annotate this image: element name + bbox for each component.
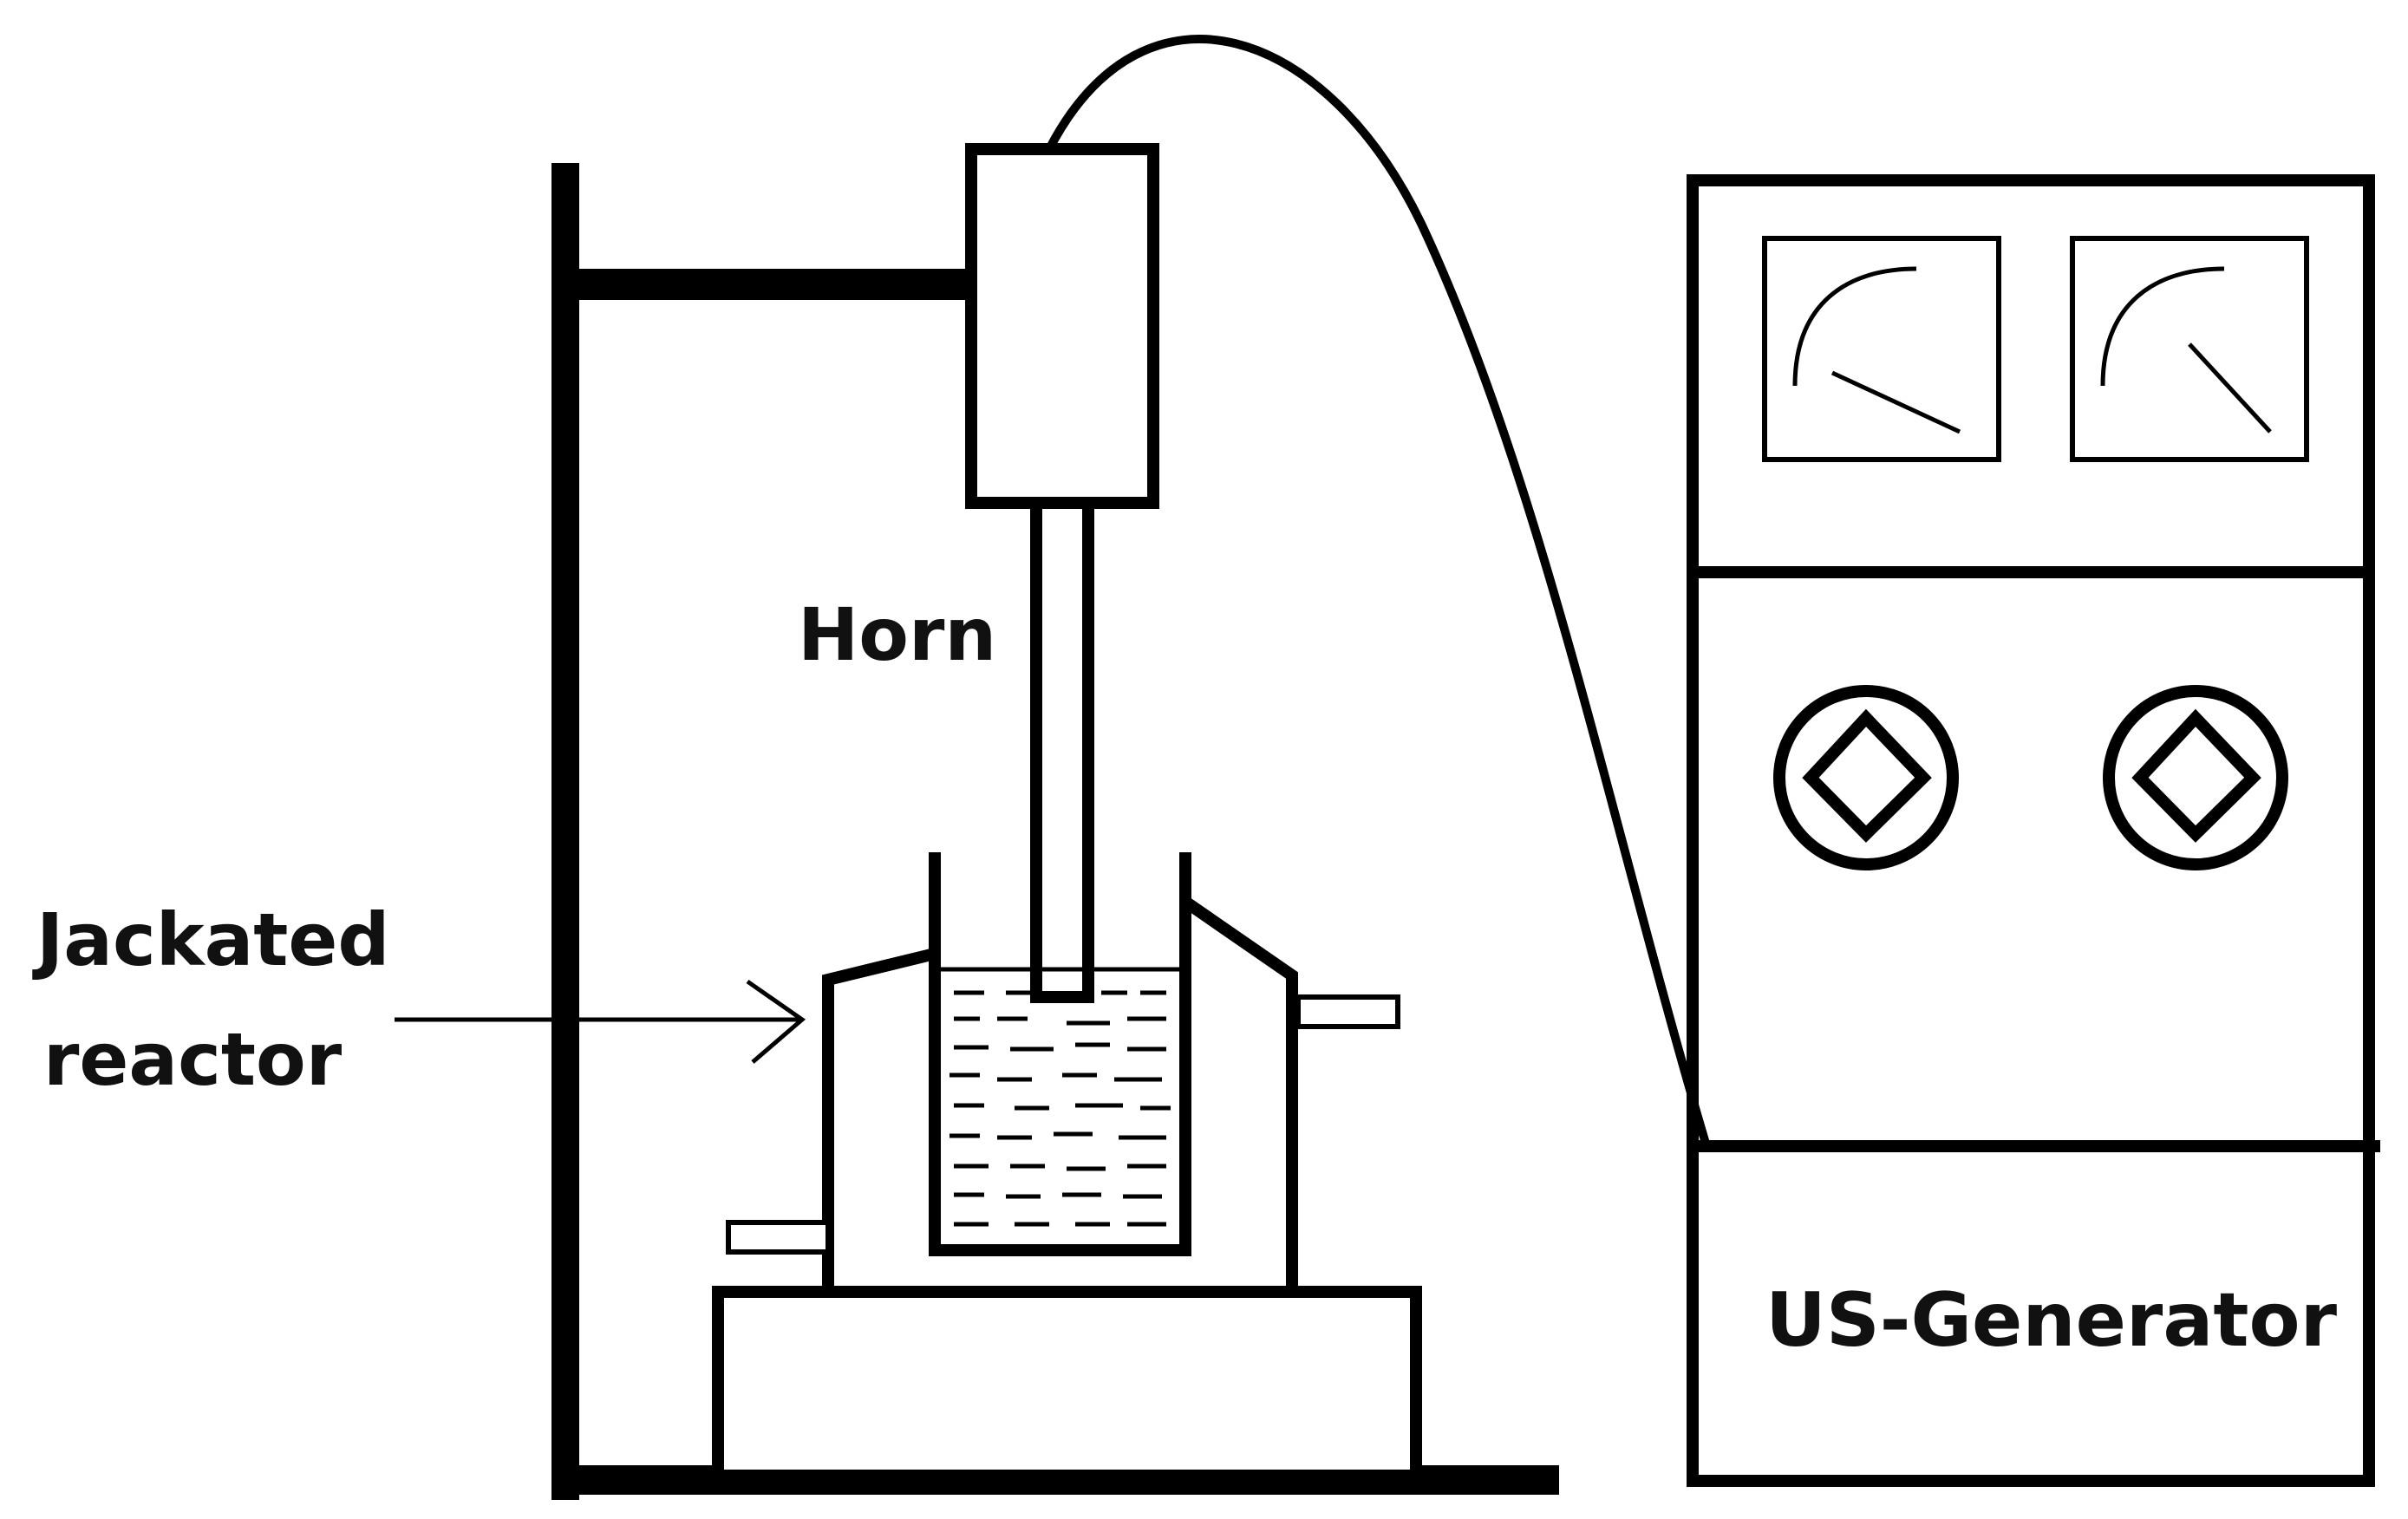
knob-right-diamond xyxy=(2131,708,2261,843)
meter-left-needle xyxy=(1830,370,1961,434)
horn-probe xyxy=(1030,497,1094,1003)
jacketed-reactor-label-line2: reactor xyxy=(43,1017,343,1102)
meter-right-scale xyxy=(2100,266,2225,387)
reactor-inlet-port xyxy=(726,1220,831,1255)
knob-left xyxy=(1773,685,1959,870)
jacketed-reactor-label-line1: Jackated xyxy=(36,897,390,982)
jacketed-reactor xyxy=(822,852,1298,1292)
stand-arm xyxy=(551,269,968,300)
meter-right xyxy=(2070,236,2309,462)
stand-pole xyxy=(551,163,579,1500)
reactor-outlet-port xyxy=(1295,994,1400,1029)
meter-left xyxy=(1762,236,2001,462)
us-generator-label: US-Generator xyxy=(1765,1277,2337,1364)
meter-right-needle xyxy=(2188,342,2272,434)
reactor-pointer-arrow xyxy=(395,979,806,1064)
us-generator xyxy=(1687,174,2380,1487)
knob-right xyxy=(2103,685,2288,870)
reactor-jacket-left xyxy=(822,852,941,1292)
generator-cabinet xyxy=(1687,174,2375,1487)
liquid xyxy=(949,990,1171,1227)
reactor-inner-vessel xyxy=(929,902,1191,1256)
cable xyxy=(1045,35,1711,1148)
reactor-jacket-right xyxy=(1179,852,1298,1292)
reactor-platform xyxy=(712,1286,1422,1482)
transducer-housing xyxy=(965,143,1159,509)
horn-label: Horn xyxy=(798,592,997,677)
knob-left-diamond xyxy=(1802,708,1932,843)
meter-left-scale xyxy=(1792,266,1917,387)
